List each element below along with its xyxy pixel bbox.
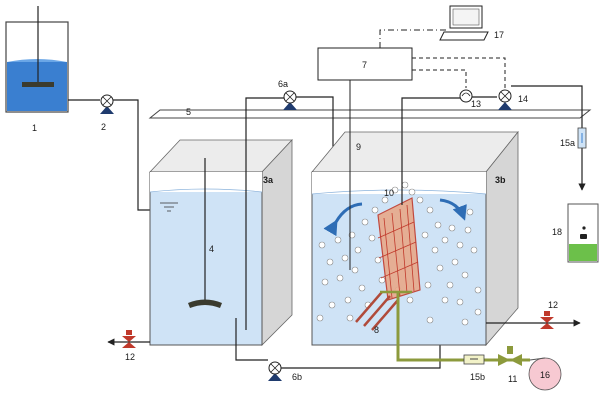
anoxic-tank (149, 138, 293, 346)
blower (528, 357, 562, 391)
label-controller: 7 (362, 60, 367, 70)
feed-tank (5, 6, 69, 113)
label-feed-pump: 2 (101, 122, 106, 132)
label-flowmeter-air: 15b (470, 372, 485, 382)
return-pump (268, 361, 282, 381)
label-membrane-module: 10 (384, 188, 394, 198)
pressure-gauge (459, 89, 473, 103)
recirc-pump (283, 90, 297, 110)
air-bubbles (316, 181, 482, 326)
label-pressure-gauge: 13 (471, 99, 481, 109)
controller (317, 47, 413, 81)
flowmeter-air (463, 354, 485, 365)
return-pipe-in (235, 318, 268, 361)
link-controller-gauge (412, 69, 467, 88)
computer (439, 5, 489, 41)
label-return-pump: 6b (292, 372, 302, 382)
aerator (355, 290, 412, 331)
permeate-pipe (401, 97, 460, 205)
return-pipe-out (281, 338, 441, 369)
flowmeter-permeate (577, 127, 587, 149)
label-overflow-pipe: 5 (186, 107, 191, 117)
label-recirc-pump: 6a (278, 79, 288, 89)
mixer (188, 158, 222, 308)
drain-left-valve (122, 330, 136, 348)
circulation-arrow-right (439, 198, 467, 221)
pump-to-anoxic-pipe (113, 99, 155, 211)
label-permeate-tank: 18 (552, 227, 562, 237)
label-computer: 17 (494, 30, 504, 40)
permeate-tank (567, 203, 599, 263)
label-feed-tank: 1 (32, 123, 37, 133)
label-mixer: 4 (209, 244, 214, 254)
recirc-pipe-in (245, 97, 284, 330)
label-aerator: 8 (374, 325, 379, 335)
label-level-sensor: 9 (356, 142, 361, 152)
link-controller-pump (412, 57, 506, 88)
membrane-module (377, 197, 421, 301)
label-drain-right: 12 (548, 300, 558, 310)
label-anoxic-tank: 3a (263, 175, 274, 185)
circulation-arrow-left (323, 202, 363, 237)
label-drain-left: 12 (125, 352, 135, 362)
overflow-pipe (148, 109, 592, 119)
permeate-pump (498, 89, 512, 110)
label-air-valve: 11 (508, 374, 517, 384)
label-permeate-pump: 14 (518, 94, 528, 104)
air-valve (498, 346, 522, 366)
label-blower: 16 (540, 370, 550, 380)
label-mbr-tank: 3b (495, 175, 506, 185)
feed-pump (100, 94, 114, 114)
drain-right-valve (540, 311, 554, 329)
link-controller-computer (379, 29, 446, 48)
label-flowmeter-permeate: 15a (560, 138, 575, 148)
pump-to-permeate-tank-pipe (511, 85, 586, 191)
